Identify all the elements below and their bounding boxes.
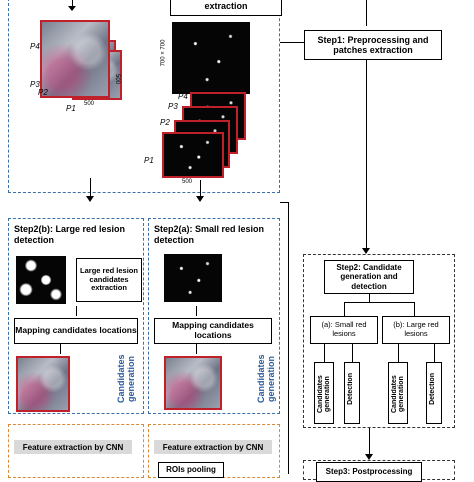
dark-image [172, 22, 250, 94]
large-result-image [16, 356, 70, 412]
connector [288, 202, 289, 474]
connector [344, 302, 345, 316]
size-label-500-b: 500 [114, 73, 121, 85]
detection-large-box: Detection [426, 362, 442, 424]
arrow-head [86, 196, 94, 202]
connector [196, 344, 197, 354]
small-dark-image [164, 254, 222, 302]
cand-gen-small-text: Candidates generation [317, 375, 331, 413]
dark-label-p1: P1 [144, 156, 154, 165]
small-mapping-text: Mapping candidates locations [172, 320, 254, 340]
connector [280, 202, 288, 203]
detection-small-box: Detection [344, 362, 360, 424]
arrow-head [362, 248, 370, 254]
connector [366, 0, 367, 26]
small-lesions-text: (a): Small red lesions [321, 320, 367, 338]
connector [196, 306, 197, 316]
size-label-700: 700 × 700 [160, 39, 167, 67]
small-mapping-box: Mapping candidates locations [154, 318, 272, 344]
small-feature-box: Feature extraction by CNN [154, 440, 272, 454]
large-candidates-label: Candidates generation [116, 354, 136, 404]
step3-box: Step3: Postprocessing [316, 462, 422, 482]
connector [76, 306, 77, 316]
size-label-500-a: 500 [84, 101, 95, 107]
arrow-head [365, 454, 373, 460]
large-lesions-box: (b): Large red lesions [382, 316, 450, 344]
step1-box: Step1: Preprocessing and patches extract… [304, 30, 442, 60]
dark-label-p4: P4 [178, 92, 188, 101]
connector [60, 344, 61, 354]
large-feature-box: Feature extraction by CNN [14, 440, 132, 454]
cand-gen-large-box: Candidates generation [388, 362, 408, 424]
binary-mask-image [16, 256, 66, 304]
connector [72, 0, 73, 8]
step3-text: Step3: Postprocessing [325, 467, 413, 477]
connector [398, 344, 399, 362]
patch-label-p4: P4 [30, 42, 40, 51]
extraction-label: extraction [204, 0, 248, 11]
small-lesion-panel [148, 218, 280, 414]
connector [324, 344, 325, 362]
connector [90, 178, 91, 198]
candidates-extraction-text: Large red lesion candidates extraction [80, 266, 138, 293]
connector [434, 344, 435, 362]
candidates-extraction-box: Large red lesion candidates extraction [76, 258, 142, 302]
step2-text: Step2: Candidate generation and detectio… [336, 263, 402, 291]
connector [414, 302, 415, 316]
connector [352, 344, 353, 362]
connector [369, 294, 370, 302]
step1-text: Step1: Preprocessing and patches extract… [317, 34, 429, 55]
dark-size-500: 500 [182, 179, 193, 185]
dark-label-p3: P3 [168, 102, 178, 111]
small-result-image [164, 356, 222, 410]
connector [344, 302, 414, 303]
patch-label-p2: P2 [38, 88, 48, 97]
cand-gen-large-text: Candidates generation [391, 375, 405, 413]
retina-patch-1 [40, 20, 110, 98]
arrow-head [196, 196, 204, 202]
small-panel-title: Step2(a): Small red lesion detection [154, 224, 265, 245]
large-mapping-box: Mapping candidates locations [14, 318, 138, 344]
large-lesion-panel [8, 218, 144, 414]
connector [369, 428, 370, 456]
step1-region [8, 0, 280, 193]
connector [366, 60, 367, 250]
dark-label-p2: P2 [160, 118, 170, 127]
large-panel-title: Step2(b): Large red lesion detection [14, 224, 126, 245]
small-lesions-box: (a): Small red lesions [310, 316, 378, 344]
detection-large-text: Detection [429, 373, 436, 405]
connector [280, 42, 304, 43]
rois-pooling-box: ROIs pooling [158, 462, 224, 478]
rois-pooling-text: ROIs pooling [166, 465, 216, 475]
dark-patch-1 [162, 132, 224, 178]
cand-gen-small-box: Candidates generation [314, 362, 334, 424]
patch-label-p1: P1 [66, 104, 76, 113]
step2-region [303, 254, 455, 428]
large-feature-text: Feature extraction by CNN [22, 442, 124, 452]
arrow-head [68, 6, 76, 11]
large-lesions-text: (b): Large red lesions [393, 320, 439, 338]
step2-box: Step2: Candidate generation and detectio… [324, 260, 414, 294]
detection-small-text: Detection [347, 373, 354, 405]
connector [200, 180, 201, 198]
small-feature-text: Feature extraction by CNN [162, 442, 264, 452]
patch-label-p3: P3 [30, 80, 40, 89]
large-mapping-text: Mapping candidates locations [15, 325, 137, 336]
extraction-box: extraction [170, 0, 282, 16]
small-candidates-label: Candidates generation [256, 354, 276, 404]
